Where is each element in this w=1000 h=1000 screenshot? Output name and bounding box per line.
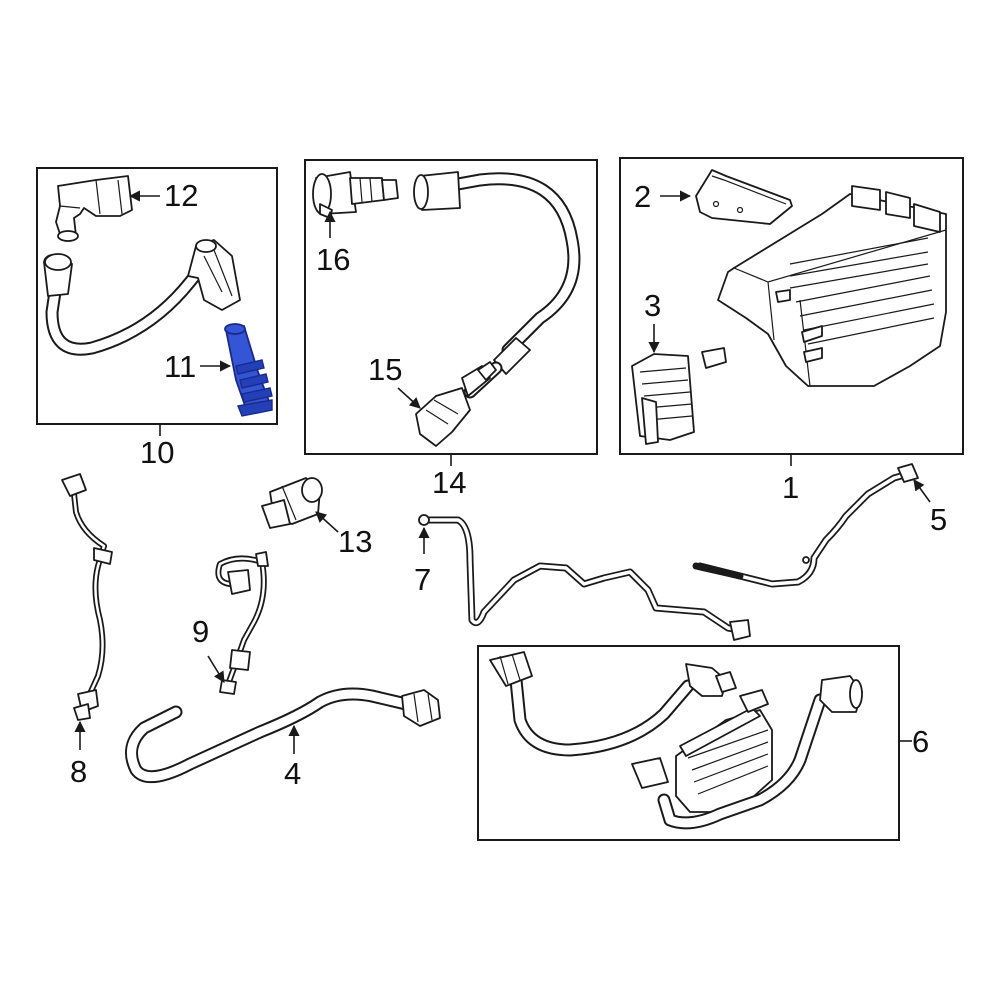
group-box-6 [477, 645, 900, 841]
callout-6: 6 [912, 724, 929, 759]
callout-8: 8 [70, 754, 87, 789]
part-3-purge-valve[interactable] [631, 347, 727, 445]
part-5-fuel-vapor-line[interactable] [692, 463, 919, 588]
callout-12: 12 [164, 178, 198, 213]
callout-7: 7 [414, 562, 431, 597]
callout-2: 2 [634, 179, 651, 214]
callout-4: 4 [284, 756, 301, 791]
part-14-hose[interactable] [413, 171, 581, 399]
callout-11: 11 [164, 349, 196, 384]
part-9-sensor-harness[interactable] [215, 551, 269, 695]
callout-16: 16 [316, 242, 350, 277]
part-16-quick-connector[interactable] [312, 171, 399, 219]
part-6-valve-assembly[interactable] [489, 651, 863, 830]
callout-13: 13 [338, 524, 372, 559]
part-4-vapor-hose[interactable] [125, 687, 441, 784]
leader-lines [74, 190, 931, 754]
part-11-highlighted-tube[interactable] [224, 323, 273, 417]
part-15-elbow-connector[interactable] [415, 361, 497, 447]
part-7-fuel-vapor-line[interactable] [418, 514, 751, 641]
callout-14: 14 [432, 465, 466, 500]
callout-15: 15 [368, 352, 402, 387]
part-2-bracket[interactable] [695, 169, 793, 225]
part-8-sensor-harness[interactable] [61, 473, 113, 721]
callout-9: 9 [192, 614, 209, 649]
callout-10: 10 [140, 435, 174, 470]
part-12-elbow-connector[interactable] [55, 175, 133, 242]
group-box-10 [36, 167, 278, 425]
callout-labels: 12 11 10 16 15 14 2 3 1 5 13 7 9 6 8 4 [70, 178, 947, 791]
part-10-hose[interactable] [43, 239, 241, 356]
callout-5: 5 [930, 502, 947, 537]
callout-1: 1 [782, 470, 799, 505]
part-1-canister[interactable] [717, 185, 947, 387]
callout-3: 3 [644, 288, 661, 323]
part-13-connector[interactable] [261, 477, 323, 529]
